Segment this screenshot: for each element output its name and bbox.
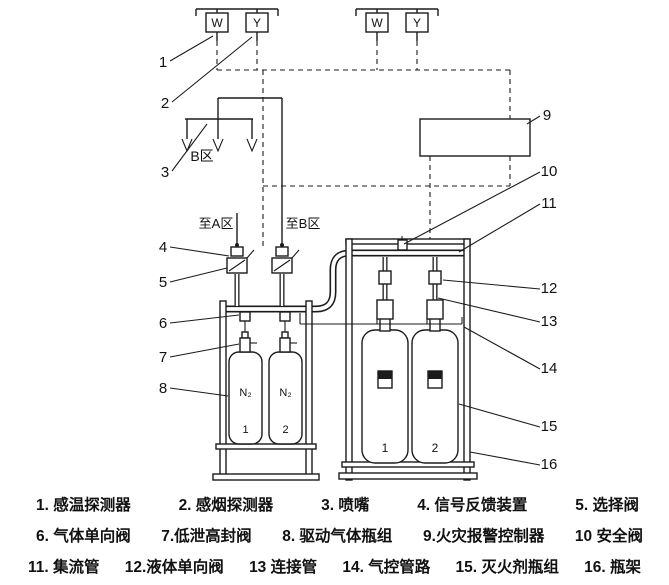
drive-cylinder-rack [212,300,320,481]
manifold-piping [222,249,470,313]
tank-head-valve-1 [376,299,394,320]
gas-check-valve-2 [279,311,291,322]
legend-item-4: 4. 信号反馈装置 [417,497,528,514]
to-zone-a-label: 至A区 [199,216,234,231]
agent-tank-number-2: 2 [432,441,439,455]
n2-label-1: N₂ [239,387,251,399]
fire-alarm-controller [419,118,531,157]
legend-item-2: 2. 感烟探测器 [178,497,274,514]
liquid-check-valve-2 [428,270,442,285]
detector-label-w: W [211,16,223,30]
legend-item-10: 10 安全阀 [574,528,643,545]
drive-gas-cylinders: N₂ N₂ 1 2 [228,311,303,445]
detector-label-w: W [371,16,383,30]
legend-row-2: 6. 气体单向阀 7.低泄高封阀 8. 驱动气体瓶组 9.火灾报警控制器 10 … [0,521,669,552]
callout-16: 16 [541,456,558,473]
callout-11: 11 [541,195,557,212]
legend-item-12: 12.液体单向阀 [124,559,224,576]
signal-feedback-device-1 [230,246,244,257]
selector-valve-stacks [226,213,300,274]
gas-check-valve-1 [239,311,251,322]
detector-label-y: Y [253,16,261,30]
legend-item-16: 16. 瓶架 [584,559,641,576]
n2-label-2: N₂ [279,387,291,399]
callout-8: 8 [159,380,167,397]
legend-item-9: 9.火灾报警控制器 [422,528,545,545]
legend-item-6: 6. 气体单向阀 [36,528,131,545]
callout-14: 14 [541,360,558,377]
liquid-check-valve-1 [378,270,392,285]
legend-item-13: 13 连接管 [249,559,318,576]
callout-5: 5 [159,274,167,291]
callout-numbers: 1 2 3 4 5 6 7 8 9 10 11 12 13 14 15 16 [159,54,558,473]
legend-item-8: 8. 驱动气体瓶组 [282,528,393,545]
drive-cylinder-number-1: 1 [242,424,248,436]
signal-feedback-device-2 [275,246,289,257]
zone-labels: B区 至A区 至B区 [190,148,320,231]
legend-item-15: 15. 灭火剂瓶组 [455,559,559,576]
tank-head-valve-2 [426,299,444,320]
callout-10: 10 [541,163,558,180]
callout-4: 4 [159,239,167,256]
nozzle-icon [246,138,258,153]
legend-item-5: 5. 选择阀 [575,497,639,514]
legend-row-3: 11. 集流管 12.液体单向阀 13 连接管 14. 气控管路 15. 灭火剂… [0,552,669,583]
callout-2: 2 [161,95,169,112]
callout-6: 6 [159,315,167,332]
nozzle-icon [212,138,224,153]
legend-item-1: 1. 感温探测器 [36,497,131,514]
agent-tank-number-1: 1 [382,441,389,455]
to-zone-b-label: 至B区 [286,216,321,231]
callout-leaders [169,35,541,466]
legend-item-7: 7.低泄高封阀 [161,528,252,545]
callout-9: 9 [543,107,551,124]
agent-tanks: 1 2 [361,236,459,464]
detector-group-right: W Y [355,8,439,41]
callout-12: 12 [541,280,558,297]
signal-wiring [216,41,511,250]
pneumatic-control-line [299,313,463,325]
legend-row-1: 1. 感温探测器 2. 感烟探测器 3. 喷嘴 4. 信号反馈装置 5. 选择阀 [0,490,669,521]
legend-item-11: 11. 集流管 [28,559,100,576]
zone-b-label: B区 [190,148,213,164]
low-leak-high-seal-valve-2 [279,337,291,353]
legend-item-3: 3. 喷嘴 [321,497,370,514]
legend: 1. 感温探测器 2. 感烟探测器 3. 喷嘴 4. 信号反馈装置 5. 选择阀… [0,490,669,583]
callout-1: 1 [159,54,167,71]
agent-cylinder-rack [338,238,478,481]
system-diagram: N₂ N₂ 1 2 [159,8,558,481]
detector-label-y: Y [413,16,421,30]
low-leak-high-seal-valve-1 [239,337,251,353]
legend-item-14: 14. 气控管路 [342,559,431,576]
callout-7: 7 [159,349,167,366]
safety-valve [397,239,408,251]
callout-15: 15 [541,418,558,435]
callout-3: 3 [161,164,169,181]
drive-cylinder-number-2: 2 [282,424,288,436]
detector-group-left: W Y [195,8,279,41]
callout-13: 13 [541,313,558,330]
